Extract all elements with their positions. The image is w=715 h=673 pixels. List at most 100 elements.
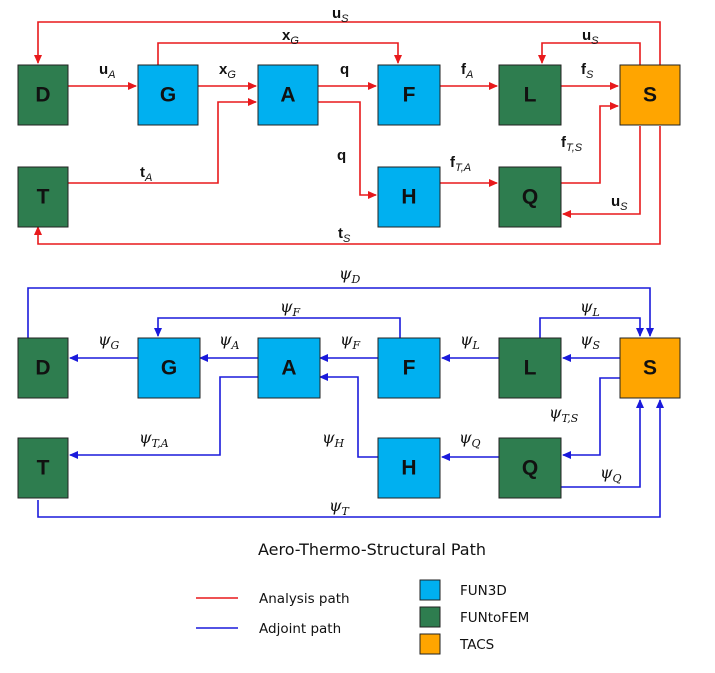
adj-node-H: H <box>377 437 441 499</box>
label-tS-sub: S <box>343 233 351 245</box>
label-psiF-top: ψF <box>280 297 301 319</box>
label-fS-sub: S <box>586 69 594 81</box>
label-xG-top: xG <box>282 27 299 47</box>
node-T-box <box>17 166 69 228</box>
label-psiF-top-base: ψ <box>280 297 293 316</box>
edge-G-to-F-xG <box>157 42 402 65</box>
node-H-box <box>377 166 441 228</box>
label-uS-right-base: u <box>582 27 591 44</box>
label-psiL-base: ψ <box>460 330 473 349</box>
legend-adjoint-path: Adjoint path <box>196 621 341 637</box>
node-A-box <box>257 64 319 126</box>
label-psiD-sub: D <box>351 273 361 286</box>
legend-adjoint-label: Adjoint path <box>259 621 341 637</box>
node-D-box <box>17 64 69 126</box>
label-psiF: ψF <box>340 330 361 352</box>
label-psiT-base: ψ <box>329 496 342 515</box>
adj-node-F-label: F <box>403 357 416 380</box>
edge-S-to-Q-psiTS <box>562 377 620 459</box>
adj-node-T: T <box>17 437 69 499</box>
legend-funtofem-label: FUNtoFEM <box>460 610 529 626</box>
label-fA: fA <box>461 61 473 81</box>
legend: Analysis path Adjoint path FUN3D FUNtoFE… <box>196 579 529 655</box>
label-tA-base: t <box>140 164 145 181</box>
legend-analysis-label: Analysis path <box>259 591 350 607</box>
label-fS-base: f <box>581 61 587 78</box>
label-xG-top-sub: G <box>290 35 299 47</box>
label-psiF-sub: F <box>352 339 361 352</box>
adj-node-T-box <box>17 437 69 499</box>
legend-tacs: TACS <box>419 633 494 655</box>
edge-Q-to-S-fTS <box>561 102 619 184</box>
label-psiT-sub: T <box>342 505 351 518</box>
label-psiTA: ψT,A <box>139 428 169 450</box>
label-psiH-sub: H <box>334 437 345 450</box>
label-xG-base: x <box>219 61 228 78</box>
adj-node-A-box <box>257 337 321 399</box>
node-A-label: A <box>280 84 295 107</box>
label-q-top: q <box>340 61 349 78</box>
edge-L-to-S-psiL <box>539 317 644 338</box>
node-S: S <box>619 64 681 126</box>
adj-node-H-label: H <box>401 457 416 480</box>
label-fTS: fT,S <box>561 134 583 154</box>
label-fTA: fT,A <box>450 154 471 174</box>
node-F: F <box>377 64 441 126</box>
label-uS-Q-sub: S <box>620 201 628 213</box>
label-tA-sub: A <box>144 172 152 184</box>
edge-S-to-Q-uS <box>562 126 641 218</box>
legend-fun3d: FUN3D <box>419 579 507 601</box>
adj-node-D: D <box>17 337 69 399</box>
label-psiG-sub: G <box>111 339 120 352</box>
adj-node-S-label: S <box>643 357 657 380</box>
label-psiT: ψT <box>329 496 351 518</box>
node-D-label: D <box>35 84 50 107</box>
label-uS-Q: uS <box>611 193 628 213</box>
node-L-box <box>498 64 562 126</box>
node-F-label: F <box>403 84 416 107</box>
adj-node-Q-label: Q <box>522 457 538 480</box>
label-psiQ-base: ψ <box>459 428 472 447</box>
label-psiTA-base: ψ <box>139 428 152 447</box>
node-L: L <box>498 64 562 126</box>
edge-H-to-A-psiH <box>319 373 378 458</box>
label-psiF-base: ψ <box>340 330 353 349</box>
label-xG-sub: G <box>227 69 236 81</box>
analysis-edges <box>34 21 661 245</box>
label-q-down-base: q <box>337 147 346 164</box>
legend-funtofem-swatch <box>419 606 441 628</box>
label-psiS-sub: S <box>593 339 601 352</box>
label-psiS-base: ψ <box>580 330 593 349</box>
legend-funtofem: FUNtoFEM <box>419 606 529 628</box>
label-psiH: ψH <box>322 428 345 450</box>
label-uA-sub: A <box>107 69 115 81</box>
node-Q: Q <box>498 166 562 228</box>
label-psiA-sub: A <box>231 339 240 352</box>
adj-node-L-box <box>498 337 562 399</box>
label-tS: tS <box>338 225 351 245</box>
label-uS-top: uS <box>332 5 349 25</box>
node-Q-label: Q <box>522 186 538 209</box>
label-psiL: ψL <box>460 330 480 352</box>
label-psiL-top-base: ψ <box>580 297 593 316</box>
node-G-label: G <box>160 84 176 107</box>
node-S-box <box>619 64 681 126</box>
edge-S-to-T-tS <box>34 126 661 245</box>
adj-node-A-label: A <box>281 357 296 380</box>
adj-node-G-label: G <box>161 357 177 380</box>
label-fTA-base: f <box>450 154 456 171</box>
legend-fun3d-swatch <box>419 579 441 601</box>
node-T-label: T <box>37 186 50 209</box>
label-fTA-sub: T,A <box>455 162 471 174</box>
node-G-box <box>137 64 199 126</box>
adjoint-labels: ψD ψF ψL ψG ψA ψF ψL ψS ψT,S ψT,A ψH ψQ … <box>98 264 622 518</box>
label-psiTS-base: ψ <box>549 403 562 422</box>
label-q-down: q <box>337 147 346 164</box>
node-L-label: L <box>524 84 537 107</box>
label-psiTS-sub: T,S <box>562 412 579 425</box>
label-psiQ-low-sub: Q <box>613 472 622 485</box>
label-uA-base: u <box>99 61 108 78</box>
analysis-nodes: D G A F L S T H Q <box>17 64 681 228</box>
node-G: G <box>137 64 199 126</box>
